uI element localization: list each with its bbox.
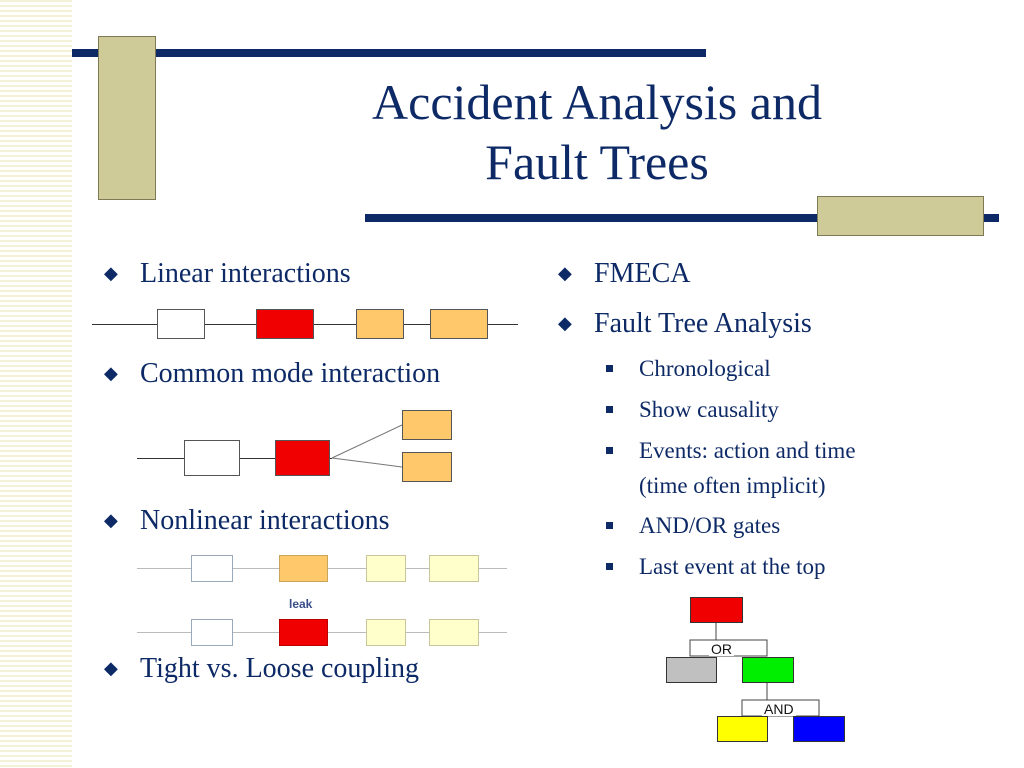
chain-node-red bbox=[279, 619, 328, 646]
left-accent-box bbox=[98, 36, 156, 200]
striped-margin bbox=[0, 0, 72, 768]
diamond-bullet-icon: ◆ bbox=[104, 263, 118, 283]
bullet-common-mode: ◆ Common mode interaction bbox=[104, 358, 441, 390]
diamond-bullet-icon: ◆ bbox=[104, 510, 118, 530]
slide-title: Accident Analysis and Fault Trees bbox=[232, 72, 962, 192]
blue-event-node bbox=[793, 716, 845, 742]
sub-bullet-label: (time often implicit) bbox=[639, 473, 826, 498]
sub-bullet-label: AND/OR gates bbox=[639, 513, 781, 538]
sub-bullet-label: Chronological bbox=[639, 356, 771, 381]
bullet-fault-tree: ◆ Fault Tree Analysis bbox=[558, 308, 812, 340]
green-event-node bbox=[742, 657, 794, 683]
chain-node-orange bbox=[356, 309, 404, 339]
bullet-coupling: ◆ Tight vs. Loose coupling bbox=[104, 653, 419, 685]
right-accent-box bbox=[817, 196, 984, 236]
chain-node-red bbox=[275, 440, 330, 476]
sub-bullet-events: Events: action and time bbox=[606, 437, 856, 465]
title-line-1: Accident Analysis and bbox=[372, 74, 822, 130]
sub-bullet-label: Show causality bbox=[639, 397, 779, 422]
square-bullet-icon bbox=[606, 365, 613, 372]
bottom-accent-bar bbox=[365, 214, 999, 222]
square-bullet-icon bbox=[606, 447, 613, 454]
chain-node-orange bbox=[279, 555, 328, 582]
sub-bullet-label: Last event at the top bbox=[639, 554, 826, 579]
or-gate-label: OR bbox=[709, 641, 734, 657]
bullet-label: Nonlinear interactions bbox=[140, 505, 390, 536]
chain-node-red bbox=[256, 309, 314, 339]
branch-node-orange bbox=[402, 410, 452, 440]
diamond-bullet-icon: ◆ bbox=[104, 363, 118, 383]
chain-node-white bbox=[184, 440, 240, 476]
square-bullet-icon bbox=[606, 522, 613, 529]
sub-bullet-gates: AND/OR gates bbox=[606, 512, 781, 540]
sub-bullet-events-cont: (time often implicit) bbox=[639, 472, 826, 500]
chain-node-pale bbox=[366, 619, 406, 646]
top-accent-bar bbox=[72, 49, 706, 57]
chain-node-white bbox=[191, 619, 233, 646]
bullet-label: Linear interactions bbox=[140, 258, 351, 289]
chain-node-orange bbox=[430, 309, 488, 339]
and-gate-label: AND bbox=[762, 701, 796, 717]
leak-label: leak bbox=[289, 597, 313, 611]
chain-node-white bbox=[191, 555, 233, 582]
bullet-nonlinear: ◆ Nonlinear interactions bbox=[104, 505, 390, 537]
chain-node-white bbox=[157, 309, 205, 339]
bullet-fmeca: ◆ FMECA bbox=[558, 258, 691, 290]
sub-bullet-last-event: Last event at the top bbox=[606, 553, 826, 581]
sub-bullet-chronological: Chronological bbox=[606, 355, 771, 383]
bullet-label: Fault Tree Analysis bbox=[594, 308, 812, 339]
bullet-label: FMECA bbox=[594, 258, 691, 289]
diamond-bullet-icon: ◆ bbox=[558, 263, 572, 283]
chain-node-pale bbox=[429, 555, 479, 582]
yellow-event-node bbox=[717, 716, 768, 742]
bullet-linear-interactions: ◆ Linear interactions bbox=[104, 258, 351, 290]
sub-bullet-causality: Show causality bbox=[606, 396, 779, 424]
gray-event-node bbox=[666, 657, 717, 683]
square-bullet-icon bbox=[606, 406, 613, 413]
bullet-label: Common mode interaction bbox=[140, 358, 441, 389]
branch-node-orange bbox=[402, 452, 452, 482]
top-event-node bbox=[690, 597, 743, 623]
chain-node-pale bbox=[366, 555, 406, 582]
bullet-label: Tight vs. Loose coupling bbox=[140, 653, 419, 684]
sub-bullet-label: Events: action and time bbox=[639, 438, 856, 463]
chain-node-pale bbox=[429, 619, 479, 646]
diamond-bullet-icon: ◆ bbox=[104, 658, 118, 678]
title-line-2: Fault Trees bbox=[485, 134, 709, 190]
diamond-bullet-icon: ◆ bbox=[558, 313, 572, 333]
square-bullet-icon bbox=[606, 563, 613, 570]
